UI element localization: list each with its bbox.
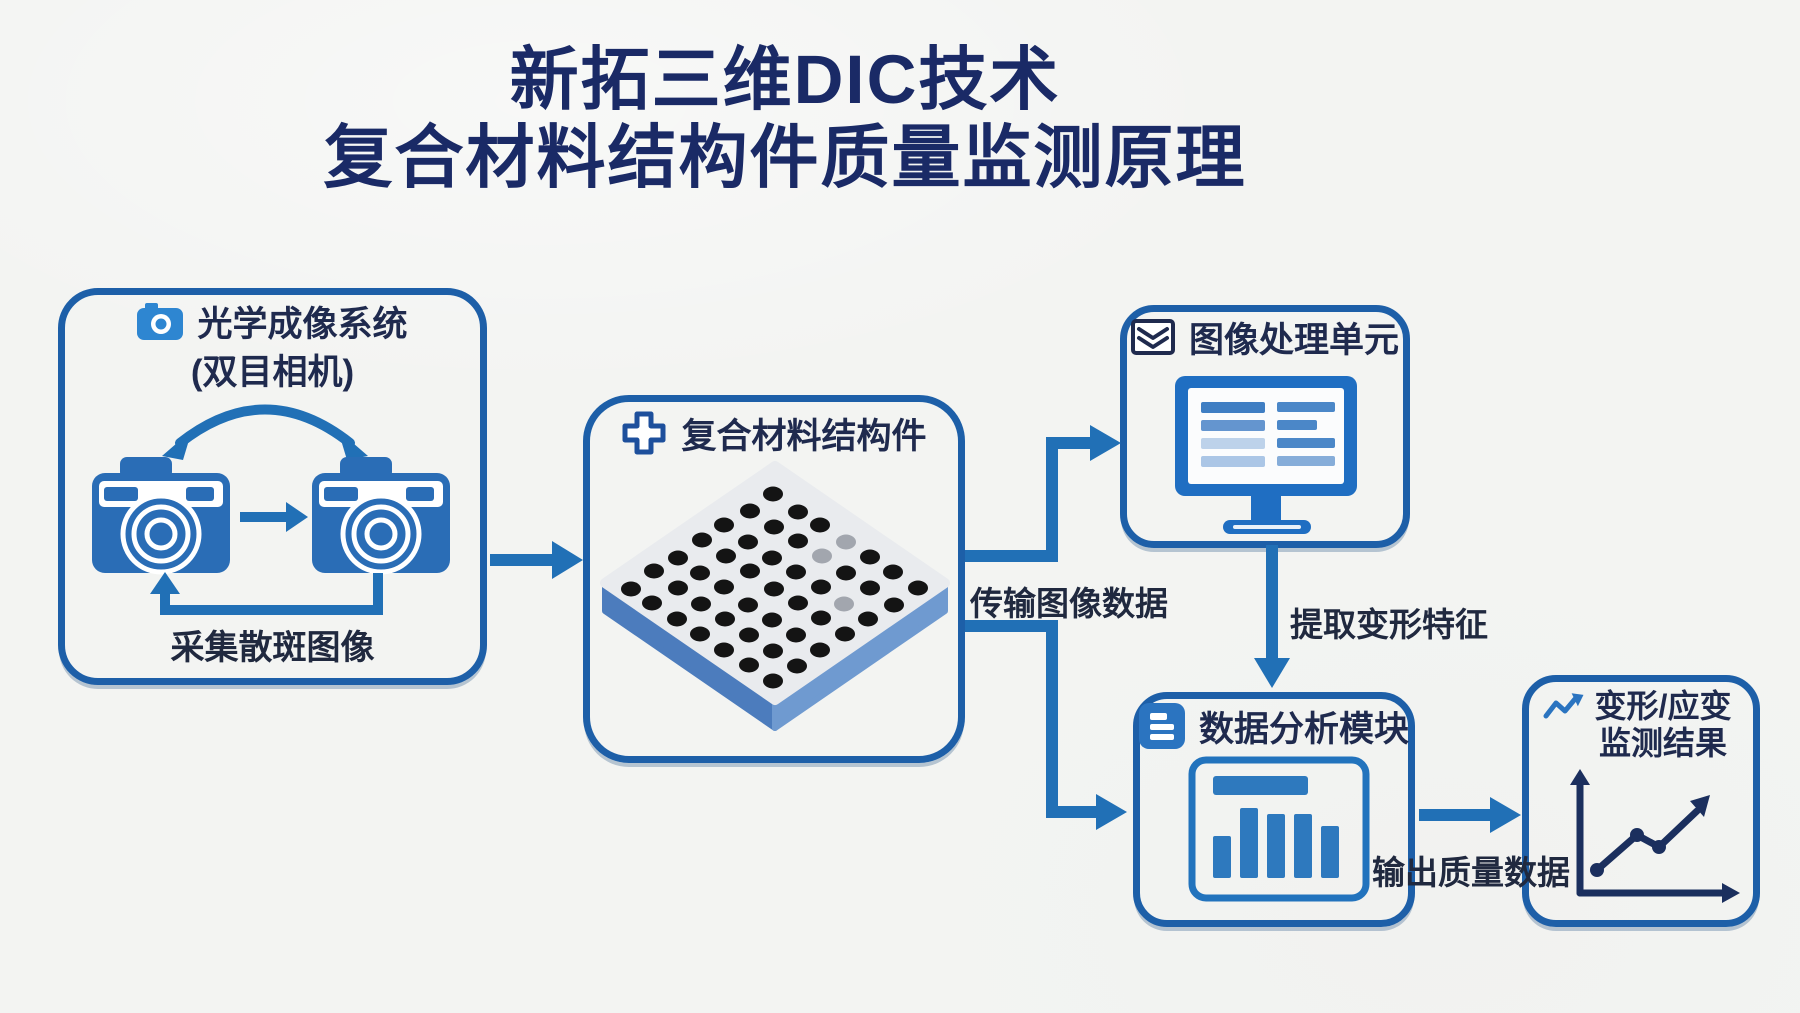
edge-label-extract: 提取变形特征 [1290,606,1488,643]
arc-arrowhead-left [162,430,192,460]
speckle-pattern [621,486,928,689]
left-camera [92,457,230,573]
camera-icon [137,303,184,340]
camera-link-arrowhead [286,502,308,532]
edge-label-transfer: 传输图像数据 [970,585,1168,622]
right-camera [312,457,450,573]
bar-chart-frame [1188,756,1370,902]
image-processing-header: 图像处理单元 [1120,314,1410,360]
page-title: 新拓三维DIC技术 复合材料结构件质量监测原理 [150,41,1420,197]
specimen-title: 复合材料结构件 [681,416,927,456]
plus-icon [622,411,666,455]
optical-system-box [58,288,487,685]
image-processing-title: 图像处理单元 [1188,320,1399,360]
edge-transfer-lower-line [965,620,1096,818]
arrowhead-to-data-analysis [1096,794,1127,830]
envelope-icon [1130,319,1175,355]
title-line-2: 复合材料结构件质量监测原理 [323,119,1247,197]
arrowhead-to-image-processing [1090,425,1121,461]
data-analysis-box [1133,692,1415,927]
data-analysis-header: 数据分析模块 [1133,700,1415,752]
chart-x-arrowhead [1722,883,1740,903]
arrowhead-to-specimen [552,541,583,579]
arrowhead-extract-down [1254,658,1290,688]
chart-y-arrowhead [1570,769,1590,785]
data-analysis-title: 数据分析模块 [1198,709,1409,749]
title-line-1: 新拓三维DIC技术 [509,41,1061,118]
result-title-line2: 监测结果 [1598,724,1727,761]
edge-transfer-upper-line [965,437,1090,562]
chart-point-3 [1652,840,1666,854]
specimen-box [583,395,965,763]
monitor-illustration [1175,376,1357,534]
feedback-arrowhead [150,572,180,594]
bar-chart-bars [1213,808,1339,878]
edge-label-output: 输出质量数据 [1372,854,1570,891]
arrowhead-to-result [1490,797,1521,833]
document-icon [1138,703,1185,749]
optical-system-caption: 采集散斑图像 [170,629,375,667]
line-chart-illustration [1570,769,1740,903]
specimen-header: 复合材料结构件 [583,408,965,458]
chart-trend-arrowhead [1690,795,1710,817]
optical-system-title: 光学成像系统 [197,304,408,344]
monitor-base-highlight [1233,525,1301,529]
optical-system-subtitle: (双目相机) [190,353,355,392]
stereo-sync-arc [175,404,355,448]
chart-point-1 [1590,863,1604,877]
image-processing-box [1120,305,1410,548]
result-header: 变形/应变 监测结果 [1528,688,1746,766]
bar-chart-top-bar [1213,776,1308,795]
chart-point-2 [1630,828,1644,842]
stereo-cameras-illustration [58,404,487,615]
result-box [1522,675,1760,927]
optical-system-header: 光学成像系统 [58,296,487,346]
feedback-bracket [160,573,383,615]
result-title-line1: 变形/应变 [1594,688,1732,724]
speckled-plate-illustration [600,461,950,731]
monitor-stand [1251,496,1281,522]
arc-arrowhead-right [338,430,368,460]
monitor-screen-lines [1201,402,1335,467]
trend-icon [1543,693,1584,719]
bar-chart-illustration [1188,756,1370,902]
chart-trend-line [1593,807,1701,874]
